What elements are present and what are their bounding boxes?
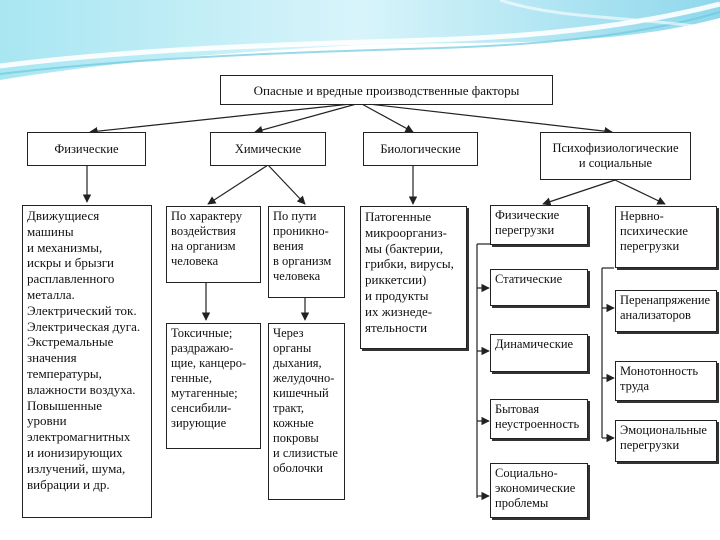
socio-economic-box: Социально- экономические проблемы <box>490 463 588 518</box>
neuro-overload-box: Нервно- психические перегрузки <box>615 206 717 268</box>
category-chemical: Химические <box>210 132 326 166</box>
analyzer-overstrain-box: Перенапряжение анализаторов <box>615 290 717 332</box>
chemical-by-character: По характеру воздействия на организм чел… <box>166 206 261 283</box>
chemical-path-types: Через органы дыхания, желудочно- кишечны… <box>268 323 345 500</box>
category-physical: Физические <box>27 132 146 166</box>
dynamic-box: Динамические <box>490 334 588 372</box>
biological-factors-list: Патогенные микроорганиз- мы (бактерии, г… <box>360 206 467 349</box>
domestic-box: Бытовая неустроенность <box>490 399 588 439</box>
root-factors-box: Опасные и вредные производственные факто… <box>220 75 553 105</box>
category-biological: Биологические <box>363 132 478 166</box>
emotional-overload-box: Эмоциональные перегрузки <box>615 420 717 462</box>
physical-factors-list: Движущиеся машины и механизмы, искры и б… <box>22 205 152 518</box>
physical-overload-box: Физические перегрузки <box>490 205 588 245</box>
category-psychophysiological: Психофизиологические и социальные <box>540 132 691 180</box>
static-box: Статические <box>490 269 588 306</box>
chemical-by-path: По пути проникно- вения в организм челов… <box>268 206 345 298</box>
chemical-character-types: Токсичные; раздражаю- щие, канцеро- генн… <box>166 323 261 449</box>
monotony-box: Монотонность труда <box>615 361 717 401</box>
